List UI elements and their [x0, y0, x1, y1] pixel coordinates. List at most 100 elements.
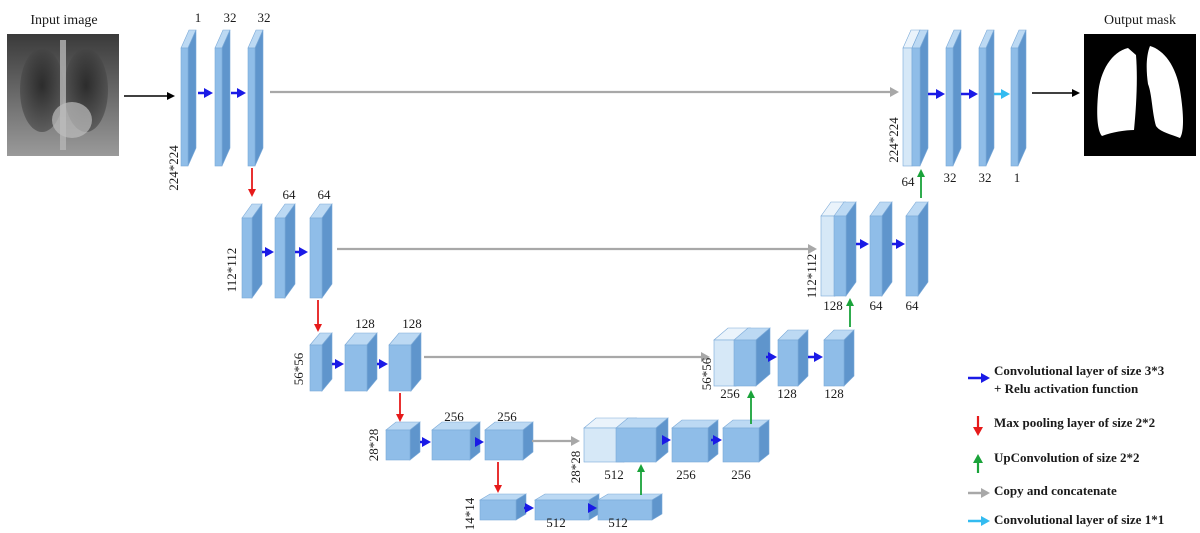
xray-left-lung [20, 48, 64, 132]
legend-upconv-arrow [973, 454, 983, 473]
dec3-block-2 [777, 329, 809, 387]
legend-copy: Copy and concatenate [994, 483, 1117, 498]
legend-conv-arrow [968, 373, 990, 383]
enc4-conv-arrow-1 [420, 437, 431, 447]
input-image-group: Input image [7, 13, 119, 156]
enc5-ch-2: 512 [608, 515, 628, 530]
enc2-ch-1: 64 [283, 187, 297, 202]
dec1-conv-arrow-2 [961, 89, 978, 99]
output-mask-label: Output mask [1104, 13, 1176, 28]
xray-heart [52, 102, 92, 138]
enc4-ch-1: 256 [444, 409, 464, 424]
legend-pool-arrow [973, 416, 983, 436]
pool-arrow-2 [314, 300, 322, 332]
dec4-size-label: 28*28 [568, 451, 583, 484]
dec1-ch-1: 64 [902, 174, 916, 189]
dec3-ch-3: 128 [824, 386, 844, 401]
dec2-block-2 [869, 201, 893, 297]
dec3-block-3 [823, 329, 855, 387]
dec1-block-2 [945, 29, 962, 167]
enc1-block-3 [247, 29, 264, 167]
copy-arrow-1 [270, 87, 899, 97]
enc1-ch-3: 32 [258, 10, 271, 25]
dec1-ch-3: 32 [979, 170, 992, 185]
enc4-block-3 [484, 421, 534, 461]
dec3-conv-arrow-2 [808, 352, 823, 362]
dec1-block-4 [1010, 29, 1027, 167]
enc4-size-label: 28*28 [366, 429, 381, 462]
mask-right-lung [1146, 46, 1183, 138]
dec4-conv-arrow-2 [711, 435, 722, 445]
xray-spine [60, 40, 66, 150]
enc2-block-2 [274, 203, 296, 299]
copy-arrow-2 [337, 244, 817, 254]
dec4-block-1 [615, 417, 669, 463]
legend-conv-line1: Convolutional layer of size 3*3 [994, 363, 1165, 378]
enc2-block-1 [241, 203, 263, 299]
upconv-arrow-4 [917, 169, 925, 198]
output-arrow [1032, 89, 1080, 97]
output-mask-group: Output mask [1084, 13, 1196, 156]
enc3-block-2 [344, 332, 378, 392]
enc4-block-2 [431, 421, 481, 461]
legend-conv-line2: + Relu activation function [994, 381, 1139, 396]
dec2-conv-arrow-2 [892, 239, 905, 249]
enc3-conv-arrow-1 [332, 359, 344, 369]
arrows [124, 87, 1080, 526]
dec1-block-3 [978, 29, 995, 167]
enc1-size-label: 224*224 [166, 145, 181, 191]
dec4-conv-arrow-1 [662, 435, 671, 445]
enc3-size-label: 56*56 [291, 352, 306, 385]
dec2-size-label: 112*112 [804, 254, 819, 299]
dec3-ch-2: 128 [777, 386, 797, 401]
legend-copy-arrow [968, 488, 990, 498]
copy-arrow-3 [424, 352, 710, 362]
dec1-ch-4: 1 [1014, 170, 1021, 185]
dec2-ch-3: 64 [906, 298, 920, 313]
legend: Convolutional layer of size 3*3 + Relu a… [994, 363, 1165, 527]
dec2-ch-1: 128 [823, 298, 843, 313]
enc1-block-1 [180, 29, 197, 167]
dec2-block-1 [833, 201, 857, 297]
dec1-ch-2: 32 [944, 170, 957, 185]
copy-arrow-4 [532, 436, 580, 446]
dec4-ch-1: 512 [604, 467, 624, 482]
dec1-size-label: 224*224 [886, 117, 901, 163]
enc5-conv-arrow-1 [524, 503, 534, 513]
dec4-block-2 [671, 419, 719, 463]
dec3-size-label: 56*56 [699, 357, 714, 390]
dec3-conv-arrow-1 [766, 352, 777, 362]
enc3-ch-2: 128 [402, 316, 422, 331]
enc5-size-label: 14*14 [462, 497, 477, 530]
enc1-ch-2: 32 [224, 10, 237, 25]
input-image-label: Input image [30, 13, 97, 28]
dec3-block-1 [733, 327, 771, 387]
dec1-conv1x1-arrow [994, 89, 1010, 99]
enc3-conv-arrow-2 [377, 359, 388, 369]
dec4-ch-3: 256 [731, 467, 751, 482]
legend-conv1: Convolutional layer of size 1*1 [994, 512, 1164, 527]
enc5-ch-1: 512 [546, 515, 566, 530]
enc1-conv-arrow-1 [198, 88, 213, 98]
upconv-arrow-1 [637, 464, 645, 495]
enc3-block-3 [388, 332, 422, 392]
enc1-conv-arrow-2 [231, 88, 246, 98]
enc4-ch-2: 256 [497, 409, 517, 424]
enc2-conv-arrow-1 [262, 247, 274, 257]
legend-upconv: UpConvolution of size 2*2 [994, 450, 1140, 465]
enc2-conv-arrow-2 [295, 247, 308, 257]
input-arrow [124, 92, 175, 100]
enc3-block-1 [309, 332, 333, 392]
pool-arrow-4 [494, 462, 502, 493]
enc5-block-3 [596, 493, 664, 521]
enc5-block-1 [478, 493, 528, 521]
upconv-arrow-2 [747, 390, 755, 424]
dec2-block-3 [905, 201, 929, 297]
enc1-ch-1: 1 [195, 10, 202, 25]
upconv-arrow-3 [846, 298, 854, 327]
legend-pool: Max pooling layer of size 2*2 [994, 415, 1155, 430]
enc4-block-1 [385, 421, 421, 461]
pool-arrow-3 [396, 393, 404, 422]
layer-blocks [180, 29, 1027, 521]
